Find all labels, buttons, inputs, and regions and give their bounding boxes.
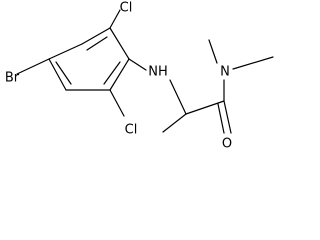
bond-ca-methyl [162, 113, 187, 133]
bond-ring-c3-c4 [109, 58, 130, 91]
bond-ring-c5-c6 [48, 58, 67, 91]
bond-c3-nh [128, 58, 147, 71]
bond-ring-double-1 [86, 36, 108, 51]
bond-ca-carbonyl [185, 100, 225, 115]
bonds [16, 9, 274, 134]
atom-label-cl-top: Cl [120, 1, 133, 16]
bond-nh-ca [169, 79, 187, 115]
bond-carbonyl-o [223, 100, 232, 134]
bond-n-methyl-2 [232, 56, 274, 70]
bond-ring-c6-c1 [48, 43, 83, 60]
bond-carbonyl-o-double [217, 103, 225, 134]
bond-ring-double-2 [103, 61, 121, 85]
atom-label-br: Br [5, 71, 20, 86]
atom-label-cl-bottom: Cl [125, 123, 138, 138]
bond-ring-double-3 [55, 61, 72, 85]
bond-c4-cl-bottom [109, 89, 125, 117]
atom-label-n-amide: N [220, 65, 230, 80]
bond-ring-c1-c2 [81, 27, 111, 45]
bond-c2-cl-top [109, 9, 121, 29]
atom-labels: Cl Cl Br NH N O [5, 1, 232, 152]
atom-label-nh: NH [148, 65, 168, 80]
bond-ring-c2-c3 [109, 27, 130, 60]
bond-n-methyl-1 [208, 39, 218, 64]
molecule-structure-diagram: Cl Cl Br NH N O [5, 1, 274, 152]
atom-label-o: O [222, 137, 232, 152]
bond-c6-br [16, 58, 50, 75]
